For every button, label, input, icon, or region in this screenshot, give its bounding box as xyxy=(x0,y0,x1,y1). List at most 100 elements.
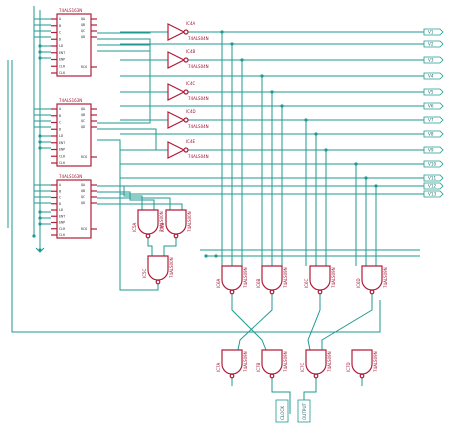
bus-flag-text: V13 xyxy=(428,192,437,197)
inverter-type: 74ALS04N xyxy=(188,124,209,129)
gate-bubble xyxy=(317,289,323,295)
gate-name: IC7A xyxy=(216,362,221,372)
gate-type: 74ALS09N xyxy=(243,351,248,372)
inverter-body xyxy=(167,23,186,41)
bottom-flag-text: CLOCK xyxy=(280,406,285,420)
gate-name: IC5C xyxy=(142,268,147,278)
counter-pin-name: D xyxy=(59,202,61,206)
counter-3-output-wire xyxy=(97,197,171,210)
bus-flag-7: V7 xyxy=(423,116,444,124)
counter-pin-name: CLK xyxy=(59,233,66,237)
junction-dot xyxy=(38,210,42,214)
crossover-wire xyxy=(231,292,267,351)
counter-pin-name: RCO xyxy=(81,65,87,69)
counter-body xyxy=(56,179,92,239)
bus-flag-text: V8 xyxy=(428,132,434,137)
bus-flag-4: V4 xyxy=(423,72,444,80)
gate-bubble xyxy=(229,289,235,295)
gate-body xyxy=(309,265,331,291)
junction-dot xyxy=(38,222,42,226)
bus-flag-text: V4 xyxy=(428,74,434,79)
inverter-name: IC4E xyxy=(186,139,196,144)
counter-pin-name: B xyxy=(59,189,61,193)
nand-link-wire xyxy=(147,236,153,256)
nand-feedback-wire xyxy=(97,139,159,291)
nand-gate-3: IC5C 74ALS00N xyxy=(142,255,174,285)
bus-flag-shape xyxy=(423,130,444,138)
junction-dot xyxy=(38,44,42,48)
inverter-bubble xyxy=(183,29,189,35)
counter-body xyxy=(56,13,92,77)
bus-flag-text: V1 xyxy=(428,30,434,35)
counter-pin-name: C xyxy=(59,121,61,125)
inverter-type: 74ALS04N xyxy=(188,64,209,69)
counter-pin-name: RCO xyxy=(81,227,87,231)
gate-type: 74ALS09N xyxy=(243,267,248,288)
inverter-type: 74ALS04N xyxy=(188,36,209,41)
wires xyxy=(7,6,424,414)
bus-flag-shape xyxy=(423,116,444,124)
counter-pin-name: D xyxy=(59,127,61,131)
inverter-name: IC4B xyxy=(186,49,196,54)
counter-pin-name: LD xyxy=(59,44,63,48)
inverter-name: IC4D xyxy=(186,109,196,114)
counter-pin-name: RCO xyxy=(81,155,87,159)
bottom-flag-clock: CLOCK xyxy=(275,399,289,423)
counter-1-output-wire xyxy=(97,38,168,61)
counter-1-output-wire xyxy=(97,50,168,121)
junction-dot xyxy=(204,254,208,258)
bus-flag-6: V6 xyxy=(423,102,444,110)
counter-body xyxy=(56,103,92,167)
gate-bubble xyxy=(155,279,161,285)
rail-left-3 xyxy=(11,60,381,333)
gate-name: IC6A xyxy=(216,278,221,288)
gate-body xyxy=(137,209,159,235)
bus-flag-9: V9 xyxy=(423,146,444,154)
junction-dot xyxy=(374,184,378,188)
gate-body xyxy=(221,265,243,291)
junction-dot xyxy=(38,56,42,60)
gate-type: 74ALS09N xyxy=(331,267,336,288)
junction-dot xyxy=(38,134,42,138)
bus-flag-shape xyxy=(423,56,444,64)
bus-flag-shape xyxy=(423,190,444,198)
junction-dot xyxy=(364,176,368,180)
inverter-body xyxy=(167,83,186,101)
inverter-name: IC4C xyxy=(186,81,196,86)
gate-type: 74ALS00N xyxy=(169,257,174,278)
inverter-bubble xyxy=(183,57,189,63)
counter-3-output-wire xyxy=(97,203,183,210)
gate-bubble xyxy=(369,289,375,295)
counter-pin-name: QA xyxy=(81,183,85,187)
inverter-bubble xyxy=(183,117,189,123)
gate-name: IC6D xyxy=(356,278,361,288)
gate-type: 74ALS09N xyxy=(283,351,288,372)
counter-pin-name: A xyxy=(59,107,61,111)
bus-flag-13: V13 xyxy=(423,190,444,198)
junction-dot xyxy=(38,216,42,220)
bus-flag-text: V10 xyxy=(428,162,437,167)
junction-dot xyxy=(314,132,318,136)
counter-pin-name: QA xyxy=(81,107,85,111)
junction-dot xyxy=(354,162,358,166)
junction-dot xyxy=(260,74,264,78)
gate-name: IC6C xyxy=(304,278,309,288)
and-gate-top-1: IC6A 74ALS09N xyxy=(216,265,248,295)
crossover-wire xyxy=(307,292,321,351)
inverter-type: 74ALS04N xyxy=(188,154,209,159)
counter-pin-name: QD xyxy=(81,125,85,129)
bus-flag-shape xyxy=(423,160,444,168)
counter-pin-name: C xyxy=(59,31,61,35)
counter-pin-name: A xyxy=(59,17,61,21)
counter-pin-name: B xyxy=(59,114,61,118)
counter-pin-name: ENP xyxy=(59,58,65,62)
junction-dot xyxy=(230,42,234,46)
bus-flag-text: V9 xyxy=(428,148,434,153)
gate-body xyxy=(351,349,373,375)
bus-flag-1: V1 xyxy=(423,28,444,36)
junction-dot xyxy=(270,90,274,94)
